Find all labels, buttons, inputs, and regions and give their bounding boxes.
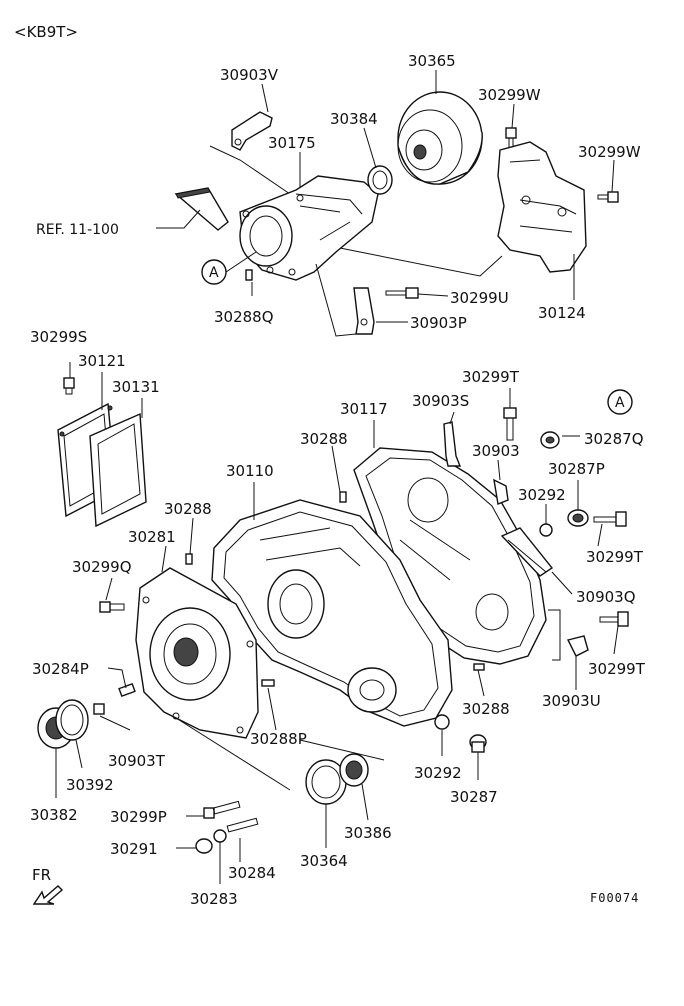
bolt-30299W-b [597, 191, 619, 203]
bolt-30299P [203, 800, 241, 819]
label-30382: 30382 [30, 806, 78, 824]
label-ref-11-100: REF. 11-100 [36, 222, 119, 238]
label-30299P: 30299P [110, 808, 167, 826]
label-30287: 30287 [450, 788, 498, 806]
front-direction-label: FR [32, 866, 51, 884]
label-30299W-a: 30299W [478, 86, 541, 104]
label-30110: 30110 [226, 462, 274, 480]
label-30288Q: 30288Q [214, 308, 274, 326]
bolt-30299U [385, 287, 419, 299]
label-30299T-c: 30299T [588, 660, 646, 678]
label-30292-a: 30292 [518, 486, 566, 504]
bracket-30903P [353, 287, 375, 335]
label-30903S: 30903S [412, 392, 469, 410]
bracket-30903V [231, 111, 273, 151]
pin-30288Q [245, 269, 253, 281]
bolt-30299T-c [599, 611, 629, 627]
callout-a-top-label: A [209, 265, 219, 281]
pin-30288-b [185, 553, 193, 565]
bracket-30903U [566, 635, 589, 657]
plug-30287P [567, 509, 589, 527]
pin-30288-a [339, 491, 347, 503]
label-30392: 30392 [66, 776, 114, 794]
bracket-30903S [443, 421, 462, 467]
label-30299U: 30299U [450, 289, 509, 307]
label-30386: 30386 [344, 824, 392, 842]
label-30299S: 30299S [30, 328, 87, 346]
stud-30284P [118, 682, 136, 698]
seal-30386 [339, 753, 369, 787]
label-30903P: 30903P [410, 314, 467, 332]
drum-30365 [397, 91, 483, 185]
label-30288P: 30288P [250, 730, 307, 748]
label-30903U: 30903U [542, 692, 601, 710]
extension-housing-30175 [239, 175, 379, 281]
label-30281: 30281 [128, 528, 176, 546]
label-30287Q: 30287Q [584, 430, 644, 448]
label-30175: 30175 [268, 134, 316, 152]
stud-30284 [226, 817, 259, 833]
front-direction-arrow-icon [32, 885, 64, 905]
pin-30288P [261, 679, 275, 687]
label-30291: 30291 [110, 840, 158, 858]
label-30121: 30121 [78, 352, 126, 370]
label-30288-a: 30288 [300, 430, 348, 448]
bolt-30299T-a [503, 407, 517, 441]
label-30903: 30903 [472, 442, 520, 460]
header-model-code: <KB9T> [14, 23, 78, 41]
label-30384: 30384 [330, 110, 378, 128]
gasket-30131 [89, 412, 147, 528]
adapter-plate-30281 [135, 567, 259, 739]
figure-code: F00074 [590, 891, 639, 905]
label-30292-b: 30292 [414, 764, 462, 782]
bolt-30299W-a [505, 127, 517, 149]
label-30283: 30283 [190, 890, 238, 908]
washer-30292-a [539, 523, 553, 537]
pin-30288-c [473, 663, 485, 671]
label-30299T-a: 30299T [462, 368, 520, 386]
label-30903V: 30903V [220, 66, 279, 84]
label-30287P: 30287P [548, 460, 605, 478]
label-30288-b: 30288 [164, 500, 212, 518]
bolt-30299T-b [593, 511, 627, 527]
label-30299W-b: 30299W [578, 143, 641, 161]
plug-30287 [469, 734, 487, 753]
label-30365: 30365 [408, 52, 456, 70]
label-30131: 30131 [112, 378, 160, 396]
tube-ref-11-100 [174, 187, 229, 231]
label-30117: 30117 [340, 400, 388, 418]
washer-30283 [213, 829, 227, 843]
snap-ring-30392 [55, 699, 89, 741]
bolt-30299S [63, 377, 75, 395]
oil-seal-30384 [367, 165, 393, 195]
bracket-30903Q [500, 527, 554, 577]
label-30284P: 30284P [32, 660, 89, 678]
plug-30287Q [540, 431, 560, 449]
label-30364: 30364 [300, 852, 348, 870]
bolt-30299Q [99, 601, 125, 613]
washer-30292-b [434, 714, 450, 730]
clip-30903T [93, 703, 105, 715]
label-30903Q: 30903Q [576, 588, 636, 606]
label-30299Q: 30299Q [72, 558, 132, 576]
bracket-30903 [493, 478, 509, 505]
label-30284: 30284 [228, 864, 276, 882]
bearing-30364 [305, 759, 347, 805]
label-30288-c: 30288 [462, 700, 510, 718]
bracket-30124 [497, 141, 587, 273]
callout-a-lower-label: A [615, 395, 625, 411]
nut-30291 [195, 838, 213, 854]
label-30903T: 30903T [108, 752, 166, 770]
label-30124: 30124 [538, 304, 586, 322]
center-case-30110 [211, 499, 453, 727]
callout-circle-a-lower [607, 389, 633, 415]
label-30299T-b: 30299T [586, 548, 644, 566]
